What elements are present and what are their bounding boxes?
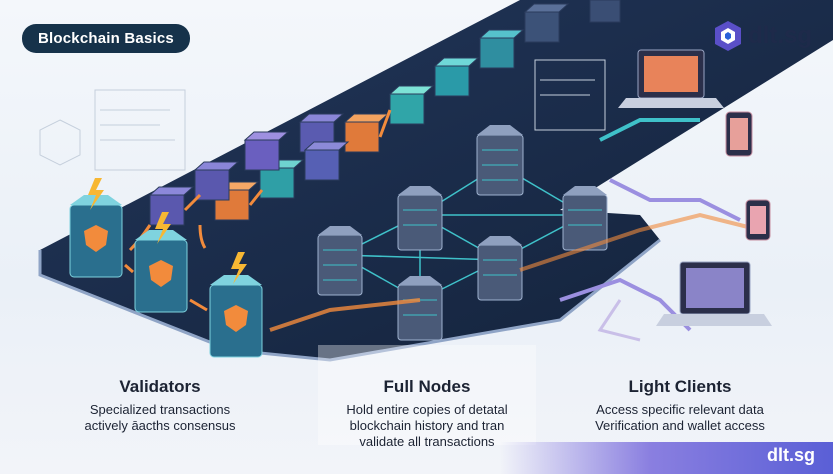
server-4 (317, 226, 363, 296)
description-line: Hold entire copies of detatal (346, 402, 508, 417)
chain-platform (40, 0, 833, 360)
block-6 (343, 113, 390, 153)
light-clients-description: Access specific relevant data Verificati… (575, 402, 785, 434)
block-10 (243, 131, 290, 171)
block-13 (148, 186, 195, 226)
block-5 (388, 85, 435, 125)
footer-brand: dlt.sg (767, 445, 815, 465)
server-6 (397, 276, 443, 341)
lightning-icon (155, 212, 171, 244)
laptop-icon (618, 49, 724, 108)
description-line: Specialized transactions (89, 402, 231, 417)
block-9 (258, 159, 305, 199)
full-nodes-description: Hold entire copies of detatal blockchain… (322, 402, 532, 450)
full-node-servers (317, 125, 608, 341)
description-line: Access specific relevant data (596, 402, 764, 417)
block-8 (303, 141, 350, 181)
hexagon-logo-icon (715, 21, 741, 51)
validator-2 (134, 230, 188, 313)
block-3 (478, 29, 525, 69)
description-line: blockchain history and tran (349, 418, 505, 433)
validator-1 (69, 195, 123, 278)
validator-servers (69, 178, 263, 358)
laptop-icon (656, 261, 772, 326)
footer-band (500, 442, 833, 474)
validators-description: Specialized transactions actively āacths… (60, 402, 260, 434)
description-line: Verification and wallet access (595, 418, 765, 433)
light-client-devices (618, 49, 772, 326)
server-2 (397, 186, 443, 251)
full-nodes-title: Full Nodes (383, 377, 471, 396)
light-clients-title: Light Clients (628, 377, 732, 396)
lightning-icon (231, 252, 247, 284)
validator-3 (209, 275, 263, 358)
block-12 (193, 161, 240, 201)
blockchain-blocks (148, 0, 621, 226)
platform-rim (38, 238, 661, 362)
block-4 (433, 57, 480, 97)
phone-icon (725, 111, 753, 157)
server-5 (477, 236, 523, 301)
full-nodes-panel (318, 345, 536, 445)
chain-links (128, 109, 392, 252)
lightning-icon (88, 178, 104, 210)
phone-icon (745, 199, 771, 241)
validators-title: Validators (119, 377, 201, 396)
page-title-badge: Blockchain Basics (22, 24, 190, 53)
brand-name: dlt.sg (748, 22, 812, 49)
brand-logo: dlt.sg (714, 20, 812, 52)
block-1 (589, 0, 621, 23)
server-1 (476, 125, 524, 196)
description-line: validate all transactions (359, 434, 495, 449)
description-line: actively āacths consensus (84, 418, 236, 433)
background-sketch (39, 59, 606, 171)
block-2 (523, 3, 570, 43)
server-3 (562, 186, 608, 251)
